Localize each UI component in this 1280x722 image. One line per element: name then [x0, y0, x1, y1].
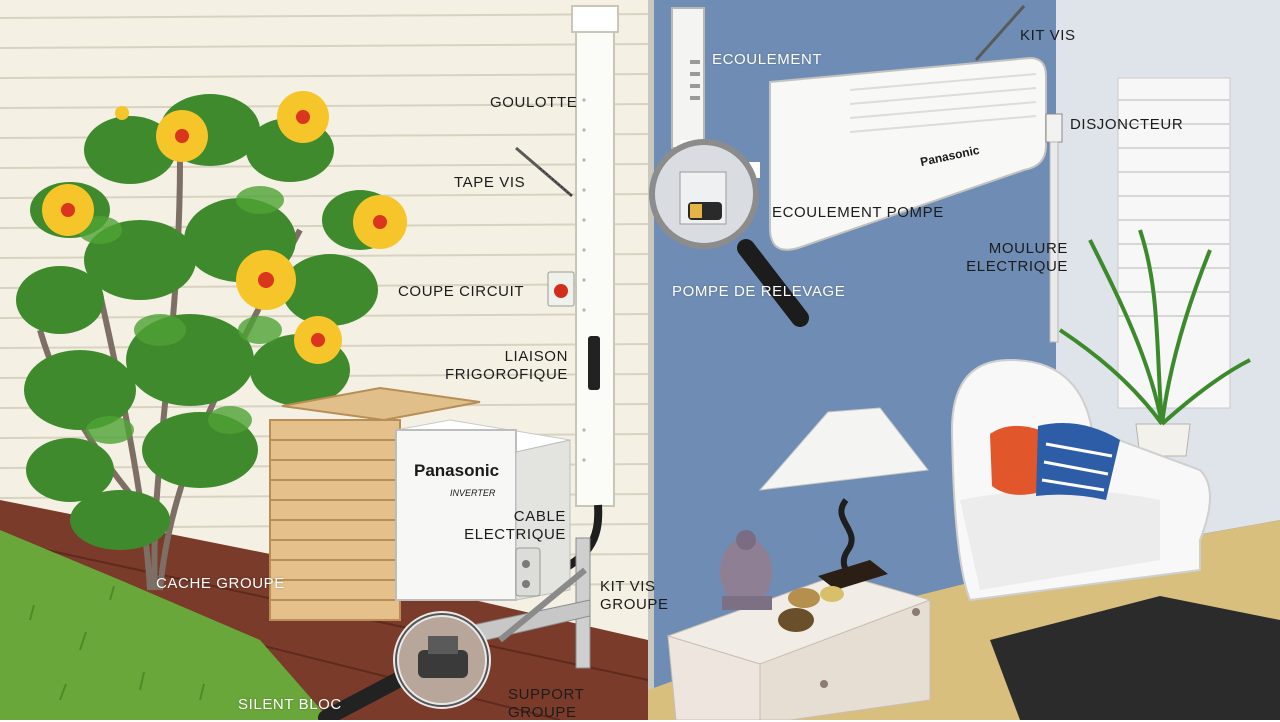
label-kit-vis-groupe-line2: GROUPE: [600, 596, 669, 613]
pompe-magnifier: [649, 139, 809, 327]
outdoor-brand: Panasonic: [414, 461, 499, 480]
label-tape-vis: TAPE VIS: [454, 174, 526, 191]
label-cable-electrique: CABLE ELECTRIQUE: [446, 508, 566, 544]
label-liaison-frigorifique: LIAISON FRIGOROFIQUE: [430, 348, 568, 384]
label-moulure-electrique-line2: ELECTRIQUE: [966, 258, 1068, 275]
label-disjoncteur: DISJONCTEUR: [1070, 116, 1184, 133]
decor-stones: [778, 586, 844, 632]
label-moulure-electrique: MOULURE ELECTRIQUE: [950, 240, 1068, 276]
rug: [990, 596, 1280, 720]
label-support-groupe: SUPPORT GROUPE: [508, 686, 584, 722]
tape-vis-screw: [515, 146, 573, 198]
cache-groupe-cover: [269, 386, 481, 621]
interior-scene: Panasonic: [648, 0, 1280, 720]
kit-vis-screw: [974, 5, 1026, 61]
label-cache-groupe: CACHE GROUPE: [156, 575, 285, 592]
palm-plant: [1058, 229, 1251, 457]
label-ecoulement: ECOULEMENT: [712, 51, 823, 68]
armchair: [950, 358, 1211, 602]
exterior-scene: Panasonic INVERTER: [0, 0, 649, 720]
disjoncteur-box: [1045, 113, 1063, 143]
label-cable-electrique-line2: ELECTRIQUE: [464, 526, 566, 543]
flower: [294, 316, 342, 364]
flower: [236, 250, 296, 310]
label-moulure-electrique-line1: MOULURE: [988, 240, 1068, 257]
label-pompe-de-relevage: POMPE DE RELEVAGE: [672, 283, 846, 300]
label-ecoulement-pompe: ECOULEMENT POMPE: [772, 204, 944, 221]
outdoor-brand-sub: INVERTER: [450, 488, 496, 498]
flower: [156, 110, 208, 162]
moulure-electrique: [1049, 141, 1059, 343]
label-goulotte: GOULOTTE: [490, 94, 578, 111]
flower: [42, 184, 94, 236]
outdoor-unit: Panasonic INVERTER: [395, 419, 571, 601]
label-support-groupe-line2: GROUPE: [508, 704, 577, 721]
coupe-circuit-switch: [547, 271, 575, 307]
label-liaison-frigorifique-line2: FRIGOROFIQUE: [444, 366, 568, 383]
label-silent-bloc: SILENT BLOC: [238, 696, 342, 713]
label-cable-electrique-line1: CABLE: [513, 508, 566, 525]
label-support-groupe-line1: SUPPORT: [508, 686, 585, 703]
label-coupe-circuit: COUPE CIRCUIT: [398, 283, 525, 300]
buddha-statue: [720, 530, 772, 610]
hibiscus-shrub: [16, 91, 407, 591]
label-kit-vis-groupe: KIT VIS GROUPE: [600, 578, 669, 614]
indoor-unit: Panasonic: [769, 56, 1047, 251]
flower: [353, 195, 407, 249]
label-kit-vis: KIT VIS: [1020, 27, 1076, 44]
silent-bloc-magnifier: [318, 611, 491, 720]
goulotte-duct: [538, 5, 619, 584]
flower: [115, 106, 129, 120]
label-liaison-frigorifique-line1: LIAISON: [504, 348, 568, 365]
grass: [0, 530, 330, 720]
flower: [277, 91, 329, 143]
nightstand: [666, 573, 932, 720]
table-lamp: [758, 407, 929, 590]
label-kit-vis-groupe-line1: KIT VIS: [600, 578, 656, 595]
